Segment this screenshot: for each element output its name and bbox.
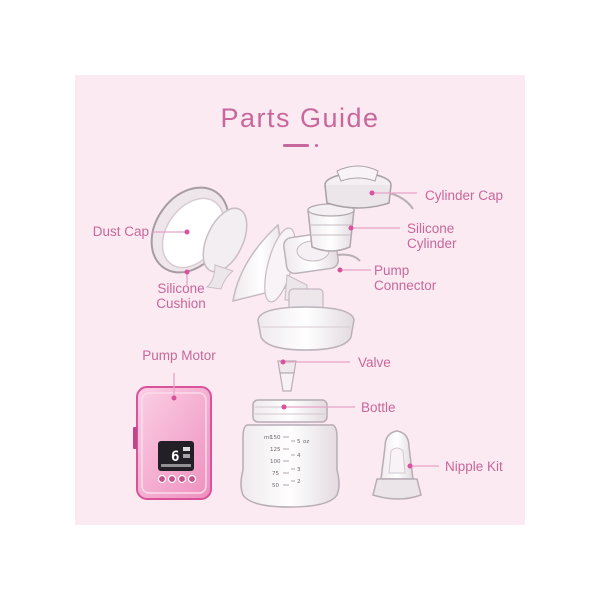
label-pump-connector: Pump Connector [374, 263, 436, 293]
title-underline [283, 144, 309, 147]
bottle-ml-125: 125 [270, 447, 281, 453]
label-valve-line1: Valve [358, 355, 391, 370]
motor-level-readout: 6 [171, 449, 179, 465]
bottle-oz-2: 2 [297, 479, 301, 485]
label-pump-motor: Pump Motor [139, 348, 219, 363]
parts-guide-diagram: Parts Guide [75, 75, 525, 525]
label-silicone-cylinder: Silicone Cylinder [407, 221, 457, 251]
label-nipple-kit-line1: Nipple Kit [445, 459, 503, 474]
bottle-ml-unit: ml [264, 435, 271, 441]
label-silicone-cushion: Silicone Cushion [141, 281, 221, 311]
bottle-ml-75: 75 [272, 471, 279, 477]
label-silicone-cushion-line1: Silicone [157, 281, 205, 296]
label-valve: Valve [358, 355, 391, 370]
label-silicone-cylinder-line2: Cylinder [407, 236, 457, 251]
label-nipple-kit: Nipple Kit [445, 459, 503, 474]
parts-illustration: ml 150 125 100 75 50 5 oz 4 3 2 6 [133, 165, 439, 508]
bottle-scale: ml 150 125 100 75 50 5 oz 4 3 2 [264, 435, 309, 489]
bottle-part [240, 399, 340, 508]
bottle-ml-50: 50 [272, 483, 279, 489]
label-dust-cap-line1: Dust Cap [92, 224, 149, 239]
label-dust-cap: Dust Cap [85, 224, 149, 239]
nipple-kit-part [372, 430, 422, 500]
bottle-oz-unit: oz [303, 439, 309, 445]
collar-part [257, 306, 355, 351]
bottle-ml-150: 150 [270, 435, 281, 441]
bottle-ml-100: 100 [270, 459, 281, 465]
bottle-oz-5: 5 [297, 439, 301, 445]
bottle-oz-3: 3 [297, 467, 301, 473]
page-title: Parts Guide [220, 103, 380, 133]
leader-lines [153, 190, 439, 469]
silicone-cylinder-part [307, 203, 355, 252]
label-pump-connector-line2: Connector [374, 278, 437, 293]
cylinder-cap-part [324, 165, 414, 210]
label-cylinder-cap-line1: Cylinder Cap [425, 188, 504, 203]
valve-part [277, 360, 297, 392]
pump-motor-part [133, 386, 212, 500]
label-pump-motor-line1: Pump Motor [142, 348, 216, 363]
silicone-cushion-part [202, 207, 248, 290]
bottle-oz-4: 4 [297, 453, 301, 459]
label-cylinder-cap: Cylinder Cap [425, 188, 503, 203]
label-silicone-cushion-line2: Cushion [156, 296, 206, 311]
label-silicone-cylinder-line1: Silicone [407, 221, 455, 236]
label-bottle-line1: Bottle [361, 400, 396, 415]
title-underline-dot [315, 144, 318, 147]
label-pump-connector-line1: Pump [374, 263, 410, 278]
label-bottle: Bottle [361, 400, 396, 415]
